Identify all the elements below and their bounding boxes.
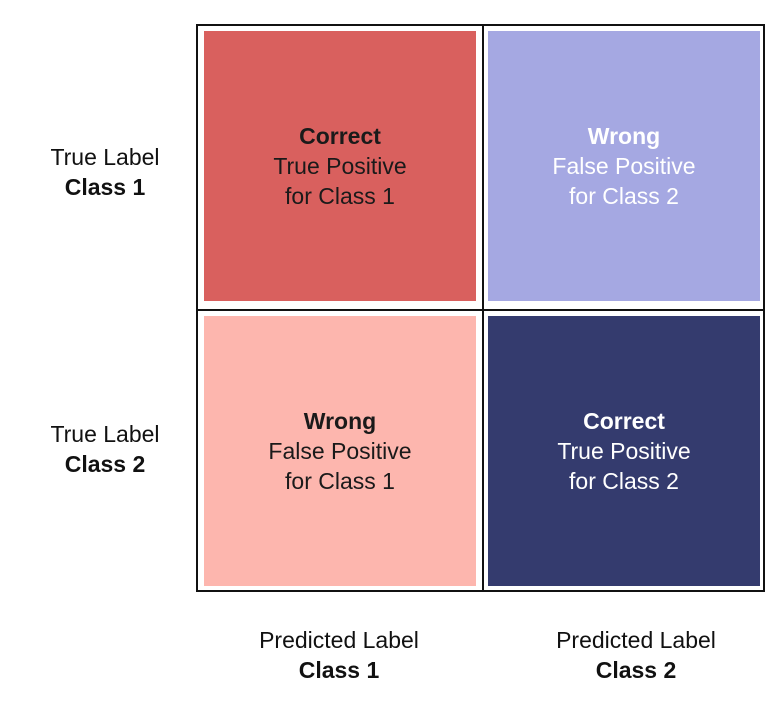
cell-outcome: False Positive (552, 153, 696, 179)
matrix-divider-horizontal (198, 309, 763, 311)
confusion-matrix: Correct True Positive for Class 1 Wrong … (196, 24, 765, 592)
cell-outcome: True Positive (557, 438, 691, 464)
row-label-class-2: True Label Class 2 (20, 419, 190, 479)
cell-verdict: Wrong (303, 408, 377, 434)
cell-class: for Class 2 (569, 183, 679, 209)
cell-true-positive-class-2: Correct True Positive for Class 2 (488, 316, 760, 586)
column-label-title: Predicted Label (556, 627, 716, 653)
cell-outcome: False Positive (268, 438, 412, 464)
cell-class: for Class 1 (285, 468, 395, 494)
cell-false-positive-class-1: Wrong False Positive for Class 1 (204, 316, 476, 586)
cell-class: for Class 1 (285, 183, 395, 209)
cell-verdict: Correct (299, 123, 381, 149)
cell-class: for Class 2 (569, 468, 679, 494)
row-label-title: True Label (50, 421, 160, 447)
column-label-title: Predicted Label (259, 627, 419, 653)
column-label-class: Class 1 (298, 657, 380, 683)
cell-verdict: Correct (583, 408, 665, 434)
cell-false-positive-class-2: Wrong False Positive for Class 2 (488, 31, 760, 301)
cell-outcome: True Positive (273, 153, 407, 179)
row-label-title: True Label (50, 144, 160, 170)
row-label-class: Class 2 (64, 451, 146, 477)
row-label-class-1: True Label Class 1 (20, 142, 190, 202)
row-label-class: Class 1 (64, 174, 146, 200)
matrix-divider-vertical (482, 26, 484, 590)
cell-verdict: Wrong (587, 123, 661, 149)
column-label-class-1: Predicted Label Class 1 (219, 625, 459, 685)
cell-true-positive-class-1: Correct True Positive for Class 1 (204, 31, 476, 301)
column-label-class: Class 2 (595, 657, 677, 683)
column-label-class-2: Predicted Label Class 2 (516, 625, 756, 685)
